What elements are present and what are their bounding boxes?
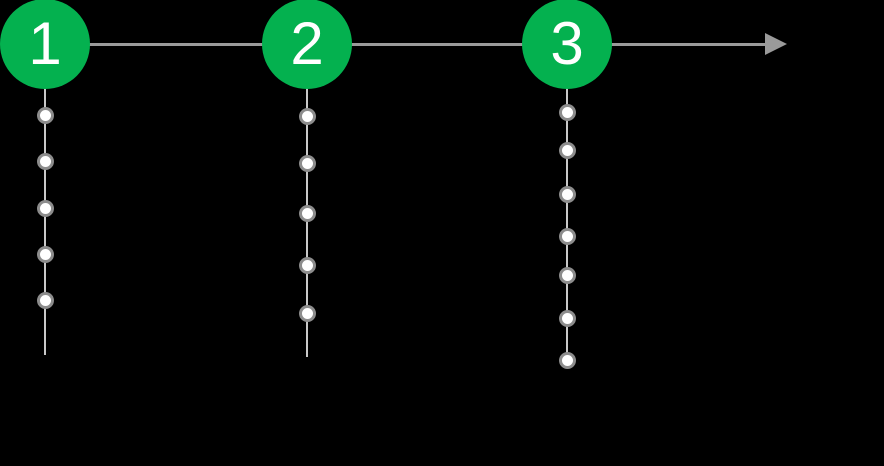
milestone-node-1[interactable]: 1 (0, 0, 90, 89)
branch-dot[interactable] (299, 305, 316, 322)
branch-dot[interactable] (299, 205, 316, 222)
branch-dot[interactable] (37, 292, 54, 309)
branch-dot[interactable] (299, 108, 316, 125)
milestone-node-2[interactable]: 2 (262, 0, 352, 89)
branch-dot[interactable] (37, 246, 54, 263)
branch-dot[interactable] (559, 228, 576, 245)
milestone-node-3[interactable]: 3 (522, 0, 612, 89)
branch-dot[interactable] (559, 310, 576, 327)
branch-dot[interactable] (559, 267, 576, 284)
branch-dot[interactable] (37, 153, 54, 170)
branch-stem-1 (44, 88, 46, 355)
branch-dot[interactable] (299, 257, 316, 274)
branch-dot[interactable] (559, 186, 576, 203)
milestone-node-label: 2 (290, 10, 324, 77)
timeline-axis-line (45, 42, 765, 46)
milestone-node-label: 3 (550, 10, 584, 77)
branch-dot[interactable] (559, 352, 576, 369)
branch-dot[interactable] (37, 200, 54, 217)
timeline-arrow-icon (765, 33, 787, 55)
branch-dot[interactable] (299, 155, 316, 172)
branch-dot[interactable] (559, 104, 576, 121)
milestone-node-label: 1 (28, 10, 62, 77)
branch-stem-2 (306, 88, 308, 357)
branch-dot[interactable] (37, 107, 54, 124)
branch-dot[interactable] (559, 142, 576, 159)
